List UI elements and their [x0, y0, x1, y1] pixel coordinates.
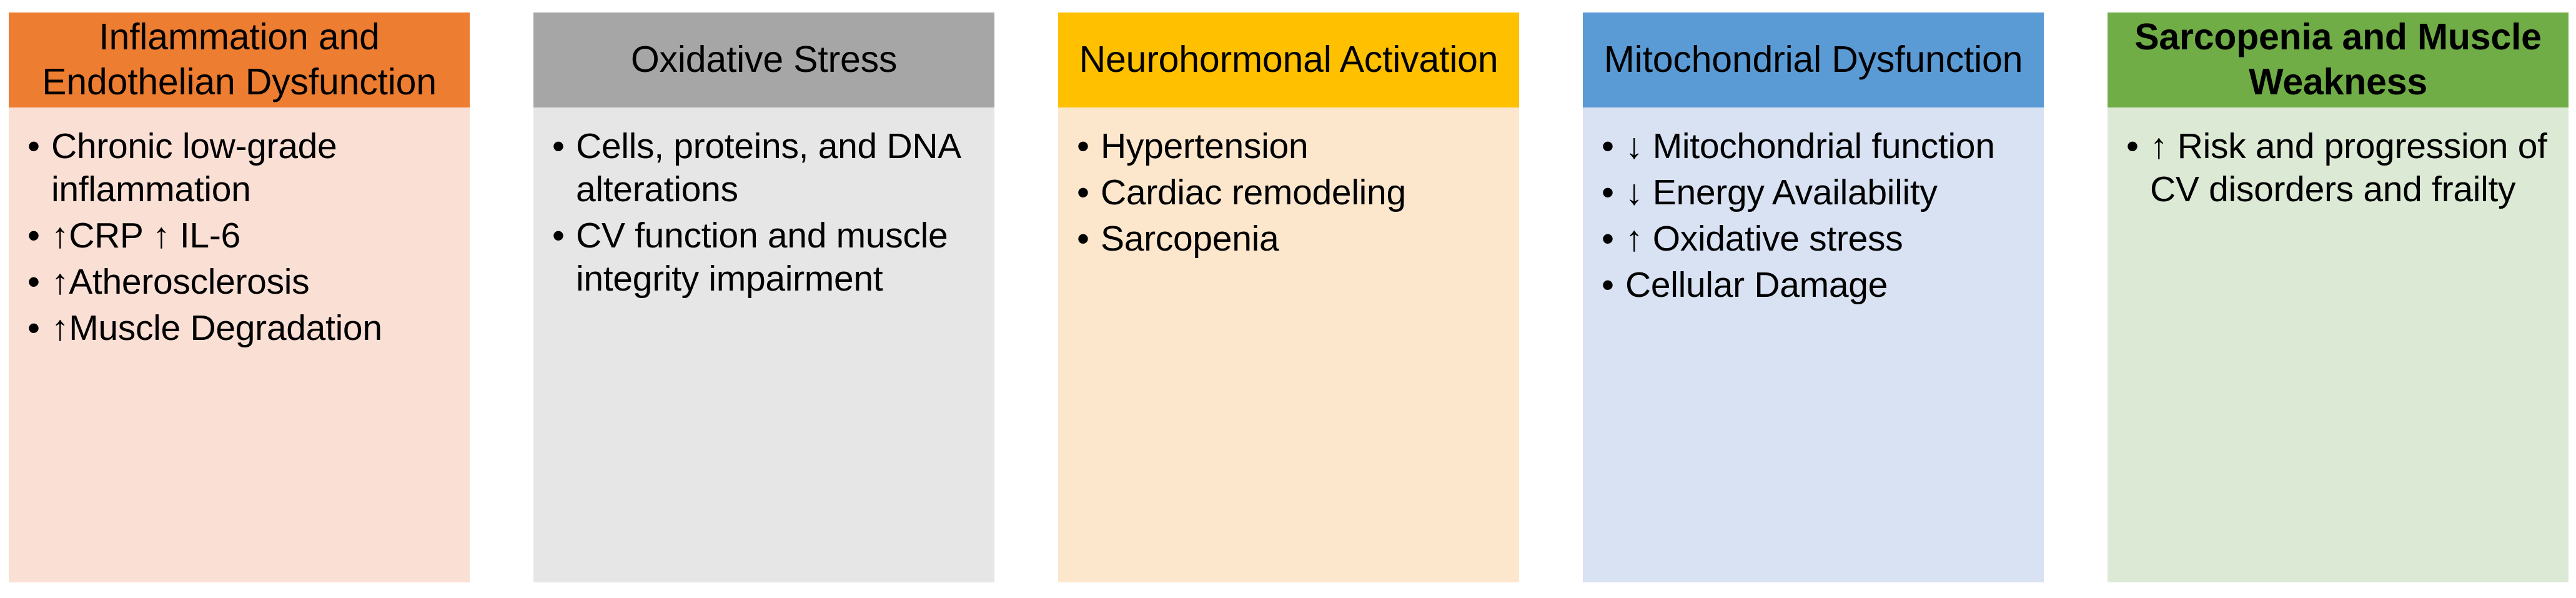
bullet-dot-icon: • — [1077, 172, 1089, 212]
list-item: • ↑CRP ↑ IL-6 — [25, 214, 456, 257]
list-item: • ↑ Oxidative stress — [1599, 217, 2030, 261]
column-title: Oxidative Stress — [630, 39, 898, 81]
column-mitochondrial-dysfunction: Mitochondrial Dysfunction • ↓ Mitochondria… — [1583, 12, 2044, 582]
list-item: • Sarcopenia — [1074, 217, 1505, 261]
column-title: Sarcopenia and Muscle Weakness — [2134, 16, 2542, 102]
list-item-label: Sarcopenia — [1101, 218, 1279, 259]
bullet-dot-icon: • — [1077, 126, 1089, 166]
column-body-oxidative-stress: • Cells, proteins, and DNA alterations • CV… — [533, 107, 994, 582]
column-header-oxidative-stress: Oxidative Stress — [533, 12, 994, 107]
list-item: • CV function and muscle integrity impair… — [550, 214, 981, 301]
bullet-dot-icon: • — [552, 215, 565, 256]
bullet-dot-icon: • — [1602, 264, 1614, 305]
list-item-label: ↑ Oxidative stress — [1625, 218, 1903, 259]
bullet-list: • Cells, proteins, and DNA alterations • CV… — [550, 125, 981, 301]
column-title: Neurohormonal Activation — [1079, 39, 1499, 81]
list-item: • Cells, proteins, and DNA alterations — [550, 125, 981, 211]
bullet-list: • Chronic low-grade inflammation • ↑CRP ↑ I… — [25, 125, 456, 350]
bullet-list: • ↑ Risk and progression of CV disorders … — [2124, 125, 2555, 211]
list-item: • ↓ Mitochondrial function — [1599, 125, 2030, 168]
list-item-label: ↓ Mitochondrial function — [1625, 126, 1995, 166]
bullet-dot-icon: • — [27, 307, 40, 348]
column-title: Mitochondrial Dysfunction — [1603, 39, 2023, 81]
column-neurohormonal-activation: Neurohormonal Activation • Hypertension • C… — [1058, 12, 1519, 582]
list-item: • Cardiac remodeling — [1074, 171, 1505, 214]
column-body-inflammation-and-endothelian-dysfunction: • Chronic low-grade inflammation • ↑CRP ↑ I… — [9, 107, 470, 582]
bullet-dot-icon: • — [552, 126, 565, 166]
list-item-label: ↑Atherosclerosis — [51, 261, 310, 302]
list-item-label: Cardiac remodeling — [1101, 172, 1406, 212]
list-item-label: ↑Muscle Degradation — [51, 307, 382, 348]
column-body-neurohormonal-activation: •Hypertension• Cardiac remodeling• Sarco… — [1058, 107, 1519, 582]
column-header-inflammation-and-endothelian-dysfunction: Inflammation and Endothelian Dysfunction — [9, 12, 470, 107]
bullet-list: • ↓ Mitochondrial function • ↓ Energy Avail… — [1599, 125, 2030, 307]
list-item-label: CV function and muscle integrity impairm… — [576, 215, 948, 299]
column-body-mitochondrial-dysfunction: • ↓ Mitochondrial function • ↓ Energy Avail… — [1583, 107, 2044, 582]
list-item: • ↑Atherosclerosis — [25, 261, 456, 304]
column-header-sarcopenia-and-muscle-weakness: Sarcopenia and Muscle Weakness — [2108, 12, 2569, 107]
list-item-label: ↓ Energy Availability — [1625, 172, 1938, 212]
list-item: • Cellular Damage — [1599, 264, 2030, 307]
bullet-dot-icon: • — [1602, 218, 1614, 259]
list-item-label: Hypertension — [1101, 126, 1309, 166]
list-item: • ↑ Risk and progression of CV disorders … — [2124, 125, 2555, 211]
column-header-mitochondrial-dysfunction: Mitochondrial Dysfunction — [1583, 12, 2044, 107]
list-item-label: Cellular Damage — [1625, 264, 1888, 305]
column-oxidative-stress: Oxidative Stress • Cells, proteins, and DN… — [533, 12, 994, 582]
bullet-dot-icon: • — [1602, 172, 1614, 212]
bullet-dot-icon: • — [1077, 218, 1089, 259]
bullet-dot-icon: • — [1602, 126, 1614, 166]
list-item-label: ↑CRP ↑ IL-6 — [51, 215, 240, 256]
list-item: • Hypertension — [1074, 125, 1505, 168]
list-item: • ↓ Energy Availability — [1599, 171, 2030, 214]
list-item-label: ↑ Risk and progression of CV disorders a… — [2150, 126, 2547, 209]
bullet-dot-icon: • — [2126, 126, 2139, 166]
column-title: Inflammation and Endothelian Dysfunction — [42, 16, 437, 102]
column-inflammation-and-endothelian-dysfunction: Inflammation and Endothelian Dysfunction… — [9, 12, 470, 582]
column-body-sarcopenia-and-muscle-weakness: • ↑ Risk and progression of CV disorders … — [2108, 107, 2569, 582]
bullet-dot-icon: • — [27, 215, 40, 256]
list-item-label: Chronic low-grade inflammation — [51, 126, 337, 209]
list-item-label: Cells, proteins, and DNA alterations — [576, 126, 959, 209]
bullet-dot-icon: • — [27, 126, 40, 166]
column-sarcopenia-and-muscle-weakness: Sarcopenia and Muscle Weakness • ↑ Risk an… — [2108, 12, 2569, 582]
list-item: • ↑Muscle Degradation — [25, 307, 456, 350]
column-header-neurohormonal-activation: Neurohormonal Activation — [1058, 12, 1519, 107]
bullet-dot-icon: • — [27, 261, 40, 302]
bullet-list: •Hypertension• Cardiac remodeling• Sarco… — [1074, 125, 1505, 261]
list-item: • Chronic low-grade inflammation — [25, 125, 456, 211]
